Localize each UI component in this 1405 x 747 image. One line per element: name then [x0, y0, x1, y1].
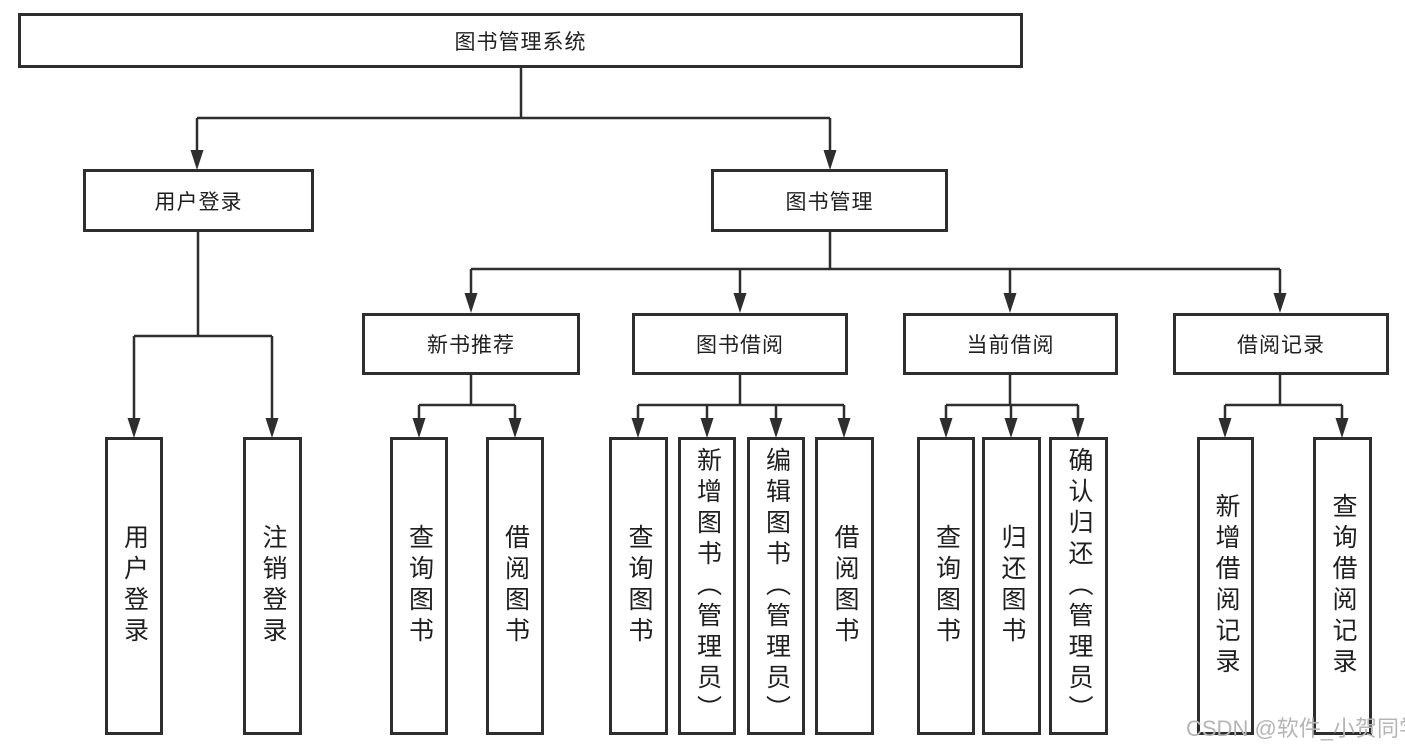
- leaf-current-query-books: 查询图书: [917, 437, 975, 735]
- leaf-borrowing-add-books-admin-label: 新增图书（管理员）: [693, 446, 722, 726]
- node-book-borrowing-label: 图书借阅: [696, 334, 784, 357]
- leaf-borrowing-edit-books-admin-label: 编辑图书（管理员）: [762, 446, 791, 726]
- leaf-newbook-borrow-books: 借阅图书: [486, 437, 544, 735]
- leaf-records-add-record: 新增借阅记录: [1197, 437, 1254, 735]
- leaf-borrowing-query-books-label: 查询图书: [625, 524, 653, 648]
- node-current-borrowing: 当前借阅: [903, 313, 1118, 375]
- leaf-newbook-query-books: 查询图书: [390, 437, 448, 735]
- node-current-borrowing-label: 当前借阅: [966, 334, 1055, 357]
- node-book-management-label: 图书管理: [785, 190, 874, 214]
- leaf-borrowing-borrow-books-label: 借阅图书: [831, 524, 859, 648]
- node-new-book-recommend: 新书推荐: [362, 313, 580, 375]
- node-borrow-records: 借阅记录: [1173, 313, 1389, 375]
- leaf-user-login: 用户登录: [105, 437, 163, 735]
- node-root-label: 图书管理系统: [454, 30, 587, 54]
- leaf-records-add-record-label: 新增借阅记录: [1212, 493, 1240, 679]
- leaf-borrowing-borrow-books: 借阅图书: [815, 437, 874, 735]
- leaf-current-confirm-return-admin-label: 确认归还（管理员）: [1065, 446, 1093, 726]
- leaf-current-confirm-return-admin: 确认归还（管理员）: [1049, 437, 1108, 735]
- leaf-records-query-record-label: 查询借阅记录: [1329, 493, 1357, 679]
- leaf-current-return-books-label: 归还图书: [998, 524, 1026, 648]
- leaf-records-query-record: 查询借阅记录: [1313, 437, 1372, 735]
- node-new-book-recommend-label: 新书推荐: [427, 334, 515, 357]
- leaf-borrowing-edit-books-admin: 编辑图书（管理员）: [747, 437, 805, 735]
- leaf-user-login-label: 用户登录: [120, 524, 149, 648]
- leaf-logout: 注销登录: [243, 437, 302, 735]
- node-root-system: 图书管理系统: [18, 13, 1023, 68]
- node-user-login: 用户登录: [83, 169, 314, 232]
- node-user-login-label: 用户登录: [154, 190, 243, 214]
- leaf-borrowing-query-books: 查询图书: [609, 437, 668, 735]
- node-book-management: 图书管理: [711, 169, 948, 232]
- leaf-newbook-borrow-books-label: 借阅图书: [501, 524, 530, 648]
- leaf-newbook-query-books-label: 查询图书: [405, 524, 434, 648]
- csdn-watermark: CSDN @软件_小贺同学: [1186, 716, 1405, 741]
- node-book-borrowing: 图书借阅: [632, 313, 848, 375]
- leaf-logout-label: 注销登录: [259, 524, 287, 648]
- leaf-current-return-books: 归还图书: [982, 437, 1041, 735]
- leaf-current-query-books-label: 查询图书: [932, 524, 961, 648]
- leaf-borrowing-add-books-admin: 新增图书（管理员）: [678, 437, 736, 735]
- node-borrow-records-label: 借阅记录: [1237, 334, 1325, 357]
